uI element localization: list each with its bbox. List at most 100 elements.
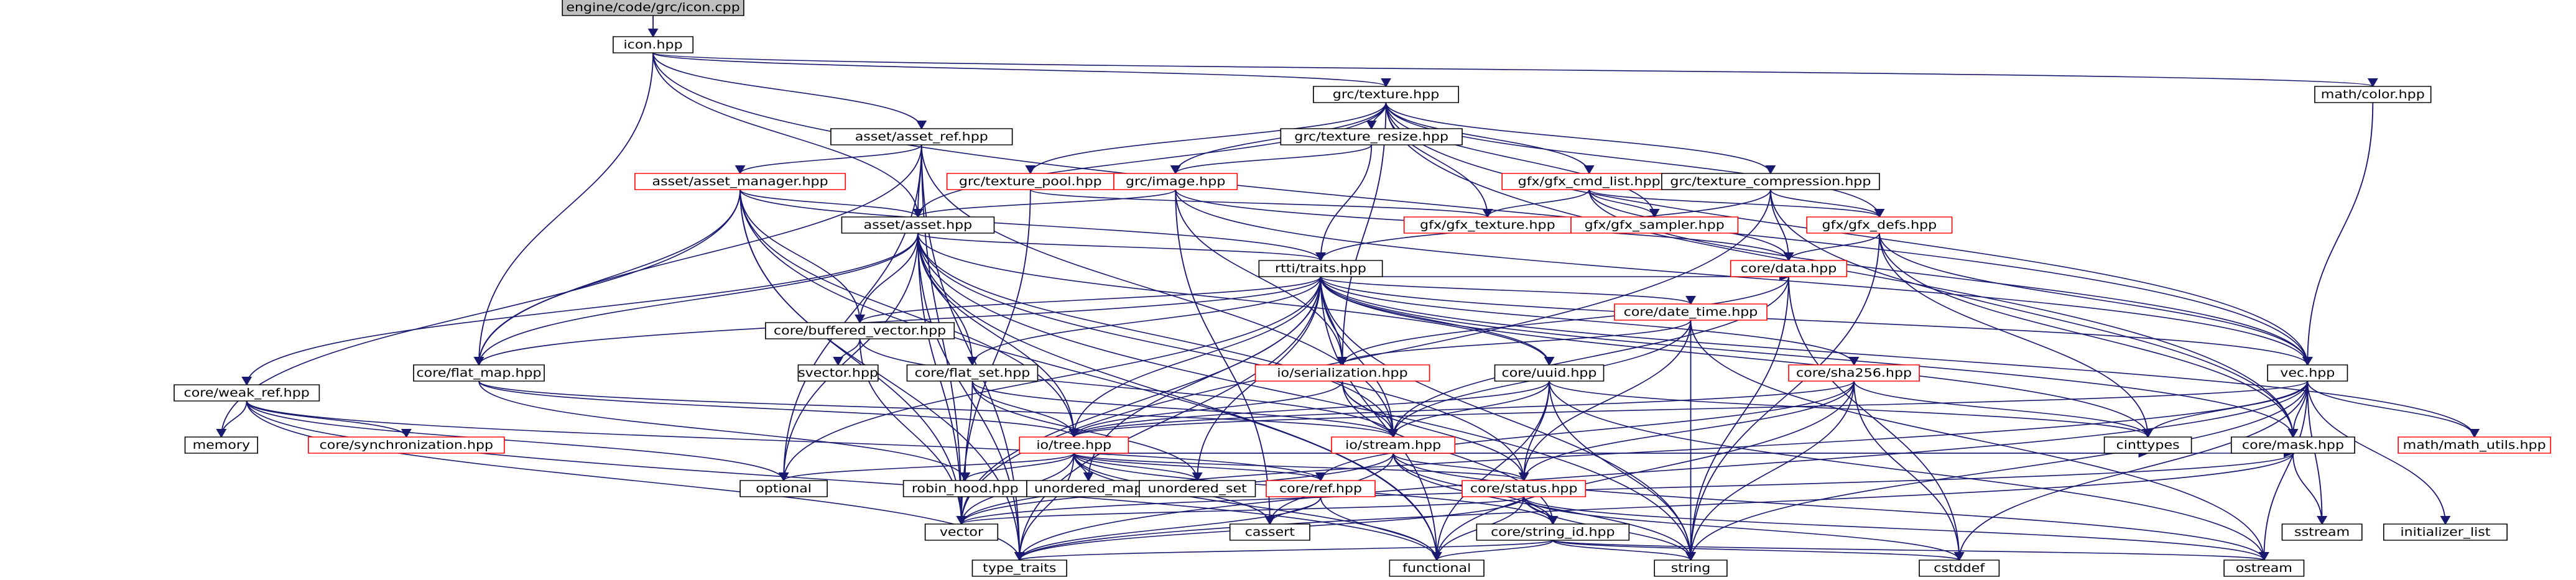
node-asset-manager[interactable]: asset/asset_manager.hpp (634, 173, 846, 190)
node-svector[interactable]: svector.hpp (797, 364, 879, 382)
edge-gfx_defs-to-vec (1878, 232, 2313, 366)
edge-sha256-to-io_tree (1068, 380, 1855, 438)
edge-sha256-to-core_status (1518, 380, 1855, 482)
node-vector[interactable]: vector (924, 523, 999, 541)
edge-asset-to-type_traits (917, 232, 1025, 561)
node-label: io/tree.hpp (1036, 438, 1111, 452)
node-cassert[interactable]: cassert (1229, 523, 1310, 541)
node-string[interactable]: string (1654, 559, 1728, 577)
edge-serialization-to-core_status (1341, 380, 1529, 482)
edge-rttr_traits-to-vector (956, 276, 1322, 525)
node-weak-ref[interactable]: core/weak_ref.hpp (174, 384, 320, 402)
node-box (1138, 480, 1256, 497)
node-image[interactable]: grc/image.hpp (1113, 173, 1238, 190)
edge-asset-to-uuid (917, 232, 1555, 366)
node-box (1266, 480, 1376, 497)
node-box (1280, 128, 1463, 145)
node-synchronization[interactable]: core/synchronization.hpp (308, 436, 505, 454)
node-sstream[interactable]: sstream (2281, 523, 2363, 541)
edge-asset-to-core_status (917, 232, 1529, 482)
edge-texture-to-texture_compression (1385, 102, 1776, 175)
node-gfx-defs[interactable]: gfx/gfx_defs.hpp (1806, 216, 1953, 234)
node-box (841, 216, 995, 234)
node-icon[interactable]: icon.hpp (613, 36, 694, 53)
node-core-mask[interactable]: core/mask.hpp (2230, 436, 2355, 454)
node-unordered-map[interactable]: unordered_map (1026, 480, 1151, 497)
node-box (174, 384, 320, 402)
edge-io_tree-to-robin_hood (960, 453, 1075, 482)
edge-string_id-to-ostream (1552, 540, 2269, 561)
node-initializer-list[interactable]: initializer_list (2383, 523, 2508, 541)
node-date-time[interactable]: core/date_time.hpp (1614, 303, 1768, 321)
node-box (1806, 216, 1953, 234)
edge-string_id-to-cstddef (1552, 540, 1965, 561)
node-robin-hood[interactable]: robin_hood.hpp (902, 480, 1027, 497)
edge-vec-to-ostream (2258, 380, 2309, 561)
edge-asset-to-flat_set (917, 232, 978, 366)
edge-rttr_traits-to-functional (1320, 276, 1442, 561)
edge-flat_set-to-io_stream (971, 380, 1399, 438)
node-box (2383, 523, 2508, 541)
edge-texture-to-asset (912, 102, 1387, 218)
node-box (613, 36, 694, 53)
node-box (1919, 559, 2000, 577)
node-unordered-set[interactable]: unordered_set (1138, 480, 1256, 497)
node-texture-pool[interactable]: grc/texture_pool.hpp (946, 173, 1114, 190)
node-core-status[interactable]: core/status.hpp (1462, 480, 1587, 497)
edge-io_tree-to-optional (778, 453, 1075, 482)
node-rttr-traits[interactable]: rtti/traits.hpp (1258, 260, 1383, 277)
node-serialization[interactable]: io/serialization.hpp (1254, 364, 1430, 382)
node-ostream[interactable]: ostream (2223, 559, 2305, 577)
node-uuid[interactable]: core/uuid.hpp (1494, 364, 1605, 382)
node-label: robin_hood.hpp (912, 482, 1019, 495)
node-asset[interactable]: asset/asset.hpp (841, 216, 995, 234)
edge-weak_ref-to-memory (216, 400, 248, 438)
node-texture[interactable]: grc/texture.hpp (1313, 86, 1460, 103)
node-box (1654, 559, 1728, 577)
node-type-traits[interactable]: type_traits (971, 559, 1067, 577)
node-flat-map[interactable]: core/flat_map.hpp (413, 364, 545, 382)
node-gfx-texture[interactable]: gfx/gfx_texture.hpp (1403, 216, 1572, 234)
node-label: io/stream.hpp (1345, 438, 1441, 452)
edge-io_tree-to-unordered_set (1073, 453, 1203, 482)
edge-flat_map-to-io_stream (478, 380, 1399, 438)
node-sha256[interactable]: core/sha256.hpp (1788, 364, 1920, 382)
node-memory[interactable]: memory (184, 436, 259, 454)
node-box (1313, 86, 1460, 103)
node-functional[interactable]: functional (1389, 559, 1485, 577)
edge-io_tree-to-core_ref (1073, 453, 1326, 482)
edge-image-to-vec (1175, 189, 2313, 366)
node-math-utils[interactable]: math/math_utils.hpp (2398, 436, 2551, 454)
node-cinttypes[interactable]: cinttypes (2103, 436, 2192, 454)
node-math-color[interactable]: math/color.hpp (2314, 86, 2432, 103)
node-texture-resize[interactable]: grc/texture_resize.hpp (1280, 128, 1463, 145)
node-gfx-sampler[interactable]: gfx/gfx_sampler.hpp (1570, 216, 1739, 234)
node-box (830, 128, 1013, 145)
edge-core_mask-to-vector (957, 453, 2294, 525)
node-box (1389, 559, 1485, 577)
node-core-ref[interactable]: core/ref.hpp (1266, 480, 1376, 497)
node-cstddef[interactable]: cstddef (1919, 559, 2000, 577)
edge-rttr_traits-to-buffered_vector (855, 276, 1322, 324)
edge-asset-to-rttr_traits (917, 232, 1326, 262)
node-buffered-vector[interactable]: core/buffered_vector.hpp (765, 322, 955, 339)
node-optional[interactable]: optional (739, 480, 828, 497)
node-label: cstddef (1934, 561, 1985, 575)
node-flat-set[interactable]: core/flat_set.hpp (906, 364, 1039, 382)
edge-sha256-to-functional (1431, 380, 1855, 561)
edge-gfx_cmd_list-to-gfx_sampler (1588, 189, 1660, 218)
node-io-stream[interactable]: io/stream.hpp (1331, 436, 1456, 454)
node-core-data[interactable]: core/data.hpp (1730, 260, 1848, 277)
node-io-tree[interactable]: io/tree.hpp (1019, 436, 1129, 454)
node-label: core/weak_ref.hpp (184, 386, 310, 400)
edge-string_id-to-type_traits (1014, 540, 1554, 561)
node-texture-compression[interactable]: grc/texture_compression.hpp (1661, 173, 1880, 190)
node-gfx-cmd-list[interactable]: gfx/gfx_cmd_list.hpp (1501, 173, 1677, 190)
edge-core_ref-to-functional (1320, 496, 1442, 561)
node-asset-ref[interactable]: asset/asset_ref.hpp (830, 128, 1013, 145)
node-label: core/date_time.hpp (1624, 305, 1758, 319)
node-vec[interactable]: vec.hpp (2267, 364, 2348, 382)
node-string-id[interactable]: core/string_id.hpp (1476, 523, 1630, 541)
edge-icon-to-math_color (652, 52, 2378, 88)
edge-uuid-to-io_tree (1068, 380, 1550, 438)
